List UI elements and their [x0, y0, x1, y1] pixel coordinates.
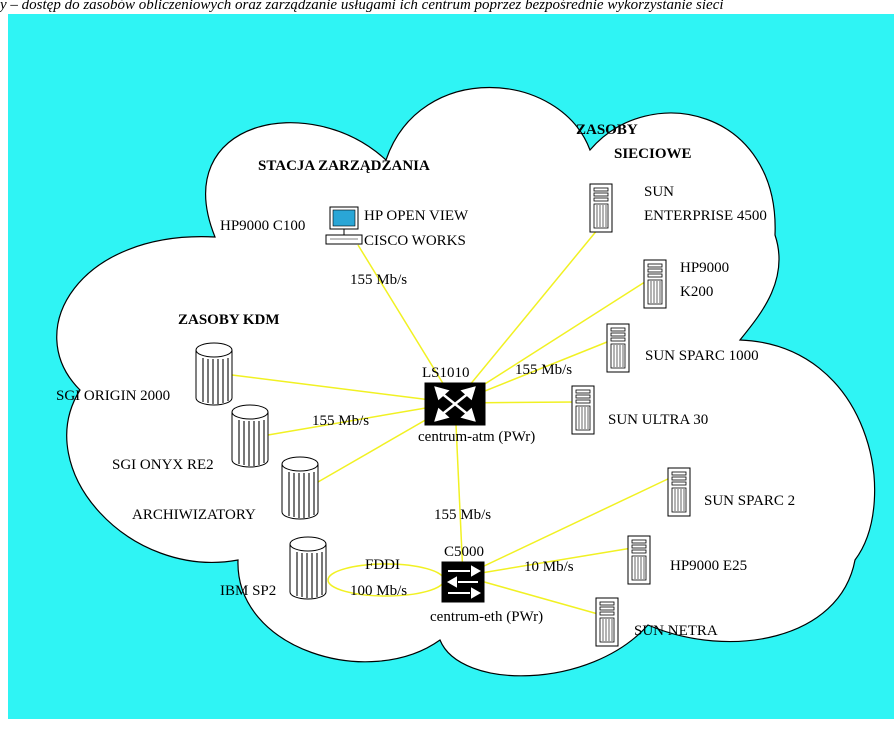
storage-cylinder-icon: [281, 456, 319, 520]
link-sgi-origin: [231, 374, 456, 404]
server-label: SUN NETRA: [634, 623, 718, 639]
workstation-icon: [325, 206, 363, 245]
eth-switch-name: centrum-eth (PWr): [430, 609, 543, 625]
kdm-resource-label: SGI ONYX RE2: [112, 457, 214, 473]
kdm-resource-label: SGI ORIGIN 2000: [56, 388, 170, 404]
eth-servers-link-speed: 10 Mb/s: [524, 559, 574, 575]
link-management: [357, 244, 456, 404]
network-cloud: [56, 87, 876, 677]
storage-cylinder-icon: [231, 404, 269, 468]
link-sgi-onyx: [267, 402, 456, 436]
atm-switch-name: centrum-atm (PWr): [418, 429, 535, 445]
server-tower-icon: [589, 183, 613, 233]
server-label: SUN SPARC 1000: [645, 348, 759, 364]
network-heading-1: ZASOBY: [576, 122, 638, 138]
management-host-label: HP9000 C100: [220, 218, 305, 234]
network-heading-2: SIECIOWE: [614, 146, 692, 162]
atm-switch-icon: [424, 382, 486, 426]
server-tower-icon: [627, 535, 651, 585]
atm-switch-model: LS1010: [422, 365, 470, 381]
management-software-1: HP OPEN VIEW: [364, 208, 469, 224]
kdm-link-speed: 155 Mb/s: [312, 413, 369, 429]
server-tower-icon: [606, 323, 630, 373]
link-hp-e25: [462, 547, 633, 577]
figure-caption: y – dostęp do zasobów obliczeniowych ora…: [0, 0, 724, 12]
server-label: HP9000 E25: [670, 558, 747, 574]
backbone-link-speed: 155 Mb/s: [434, 507, 491, 523]
server-label: SUN SPARC 2: [704, 493, 795, 509]
management-link-speed: 155 Mb/s: [350, 272, 407, 288]
management-software-2: CISCO WORKS: [364, 233, 466, 249]
storage-cylinder-icon: [195, 342, 233, 406]
atm-servers-link-speed: 155 Mb/s: [515, 362, 572, 378]
link-sun-enterprise: [454, 211, 613, 404]
eth-switch-model: C5000: [444, 544, 484, 560]
fddi-label: FDDI: [365, 557, 400, 573]
server-label: K200: [680, 284, 713, 300]
server-tower-icon: [667, 467, 691, 517]
server-tower-icon: [643, 259, 667, 309]
link-backbone: [454, 402, 464, 577]
management-heading: STACJA ZARZĄDZANIA: [258, 158, 430, 174]
server-tower-icon: [571, 385, 595, 435]
kdm-resource-label: IBM SP2: [220, 583, 276, 599]
link-hp-k200: [454, 279, 649, 404]
kdm-heading: ZASOBY KDM: [178, 312, 280, 328]
storage-cylinder-icon: [289, 536, 327, 600]
server-label: SUN ULTRA 30: [608, 412, 708, 428]
link-sun-netra: [462, 575, 599, 615]
server-label: HP9000: [680, 260, 729, 276]
server-label: SUN: [644, 184, 674, 200]
server-tower-icon: [595, 597, 619, 647]
kdm-resource-label: ARCHIWIZATORY: [132, 507, 256, 523]
fddi-speed: 100 Mb/s: [350, 583, 407, 599]
link-sun-sparc2: [462, 476, 673, 577]
ethernet-switch-icon: [441, 561, 485, 603]
server-label: ENTERPRISE 4500: [644, 208, 767, 224]
